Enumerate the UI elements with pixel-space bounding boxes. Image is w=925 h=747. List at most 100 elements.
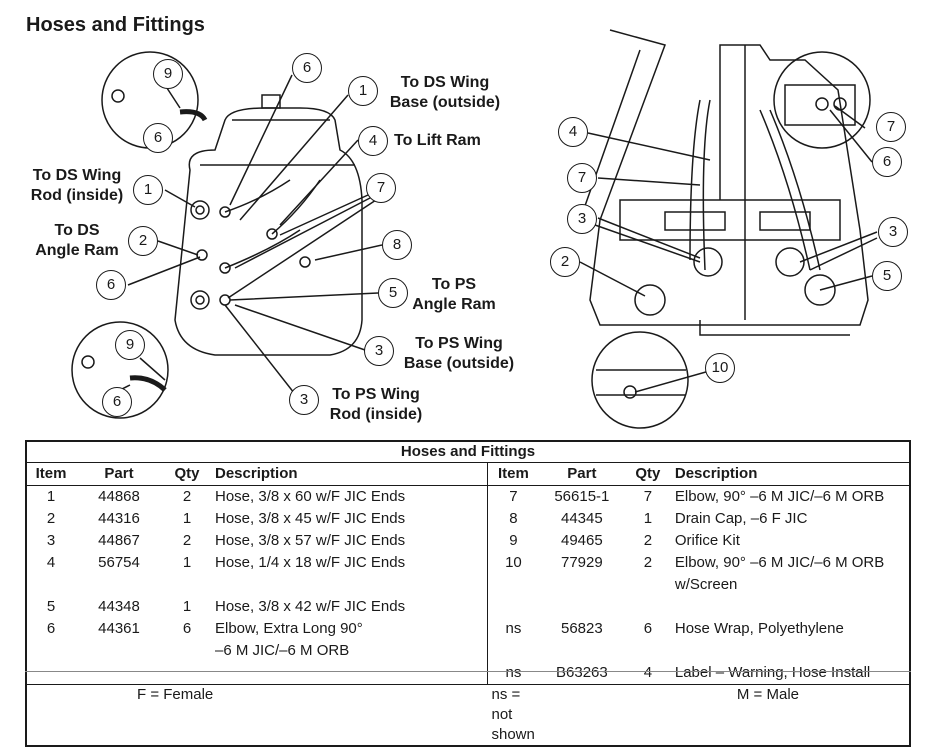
item-cell: 8	[486, 508, 539, 530]
label-lift-ram: To Lift Ram	[394, 132, 481, 149]
table-row: 2 44316 1 Hose, 3/8 x 45 w/F JIC Ends 8 44345…	[27, 508, 909, 530]
col-qty: Qty	[163, 462, 211, 486]
callout-4: 4	[358, 126, 388, 156]
description-cell: Label – Warning, Hose Install	[674, 664, 871, 681]
part-cell	[75, 662, 163, 685]
qty-cell	[625, 596, 671, 618]
part-cell: 56754	[98, 554, 140, 571]
hose-diagram	[71, 29, 878, 429]
description-cell: Hose, 3/8 x 57 w/F JIC Ends	[215, 532, 406, 549]
bottom-rule	[25, 671, 911, 672]
item-cell	[27, 662, 75, 685]
col-item: Item	[27, 462, 75, 486]
item-cell: 7	[486, 485, 539, 508]
legend-not-shown: ns = not shown	[487, 684, 539, 745]
item-cell: ns	[486, 662, 539, 685]
col-part: Part	[75, 462, 163, 486]
table-row: 1 44868 2 Hose, 3/8 x 60 w/F JIC Ends 7 56615…	[27, 485, 909, 508]
part-cell: 44867	[98, 532, 140, 549]
qty-cell: 4	[643, 664, 653, 681]
qty-cell	[163, 662, 211, 685]
qty-cell: 6	[182, 620, 192, 637]
qty-cell: 1	[182, 598, 192, 615]
callout-6: 6	[292, 53, 322, 83]
part-cell	[539, 596, 625, 618]
label-ds-wing-base: To DS Wing Base (outside)	[389, 74, 501, 111]
parts-table: Hoses and Fittings Item Part Qty Descrip…	[25, 440, 911, 747]
label-ps-wing-rod: To PS Wing Rod (inside)	[329, 386, 423, 423]
item-cell: 3	[46, 532, 56, 549]
callout-8: 8	[382, 230, 412, 260]
callout-6: 6	[96, 270, 126, 300]
description-cell	[211, 662, 488, 685]
description-cell: Elbow, 90° –6 M JIC/–6 M ORB w/Screen	[674, 554, 885, 593]
callout-7: 7	[567, 163, 597, 193]
callout-6: 6	[872, 147, 902, 177]
callout-2: 2	[550, 247, 580, 277]
callout-1: 1	[348, 76, 378, 106]
description-cell: Hose, 3/8 x 45 w/F JIC Ends	[215, 510, 406, 527]
description-cell: Hose, 3/8 x 60 w/F JIC Ends	[215, 488, 406, 505]
table-title: Hoses and Fittings	[27, 442, 909, 463]
callout-3: 3	[289, 385, 319, 415]
table-row: ns B63263 4 Label – Warning, Hose Install	[27, 662, 909, 685]
callout-3: 3	[567, 204, 597, 234]
item-cell: ns	[486, 618, 539, 662]
col-part: Part	[538, 462, 625, 486]
qty-cell: 1	[643, 510, 653, 527]
description-cell: Elbow, 90° –6 M JIC/–6 M ORB	[674, 488, 885, 505]
qty-cell: 7	[643, 488, 653, 505]
description-cell: Hose, 1/4 x 18 w/F JIC Ends	[215, 554, 406, 571]
label-ps-angle-ram: To PS Angle Ram	[412, 276, 496, 313]
part-cell: B63263	[556, 664, 608, 681]
callout-3: 3	[878, 217, 908, 247]
callout-3: 3	[364, 336, 394, 366]
part-cell: 44316	[98, 510, 140, 527]
item-cell: 1	[46, 488, 56, 505]
part-cell: 44361	[98, 620, 140, 637]
callout-5: 5	[378, 278, 408, 308]
description-cell	[671, 596, 909, 618]
callout-1: 1	[133, 175, 163, 205]
col-description: Description	[670, 462, 909, 486]
description-cell: Hose, 3/8 x 42 w/F JIC Ends	[215, 598, 406, 615]
part-cell: 56823	[561, 620, 603, 637]
legend-male: M = Male	[538, 684, 909, 745]
description-cell: Orifice Kit	[674, 532, 740, 549]
description-cell: Elbow, Extra Long 90° –6 M JIC/–6 M ORB	[215, 620, 363, 659]
callout-4: 4	[558, 117, 588, 147]
item-cell: 9	[486, 530, 539, 552]
item-cell: 4	[46, 554, 56, 571]
callout-7: 7	[366, 173, 396, 203]
label-ds-wing-rod: To DS Wing Rod (inside)	[30, 167, 124, 204]
qty-cell: 2	[643, 532, 653, 549]
item-cell: 2	[46, 510, 56, 527]
part-cell: 56615-1	[554, 488, 610, 505]
callout-6: 6	[102, 387, 132, 417]
col-item: Item	[486, 462, 539, 486]
qty-cell: 6	[643, 620, 653, 637]
callout-10: 10	[705, 353, 735, 383]
callout-9: 9	[153, 59, 183, 89]
part-cell: 44868	[98, 488, 140, 505]
qty-cell: 1	[182, 554, 192, 571]
page-title: Hoses and Fittings	[26, 14, 205, 36]
callout-6: 6	[143, 123, 173, 153]
col-qty: Qty	[624, 462, 671, 486]
col-description: Description	[211, 462, 488, 486]
legend-female: F = Female	[27, 684, 488, 745]
qty-cell: 2	[643, 554, 653, 571]
item-cell: 6	[46, 620, 56, 637]
description-cell: Drain Cap, –6 F JIC	[674, 510, 808, 527]
part-cell: 44348	[98, 598, 140, 615]
qty-cell: 2	[182, 488, 192, 505]
callout-7: 7	[876, 112, 906, 142]
item-cell: 10	[486, 552, 539, 596]
label-ds-angle-ram: To DS Angle Ram	[35, 222, 119, 259]
table-row: 3 44867 2 Hose, 3/8 x 57 w/F JIC Ends 9 49465…	[27, 530, 909, 552]
part-cell: 49465	[561, 532, 603, 549]
part-cell: 44345	[561, 510, 603, 527]
callout-2: 2	[128, 226, 158, 256]
